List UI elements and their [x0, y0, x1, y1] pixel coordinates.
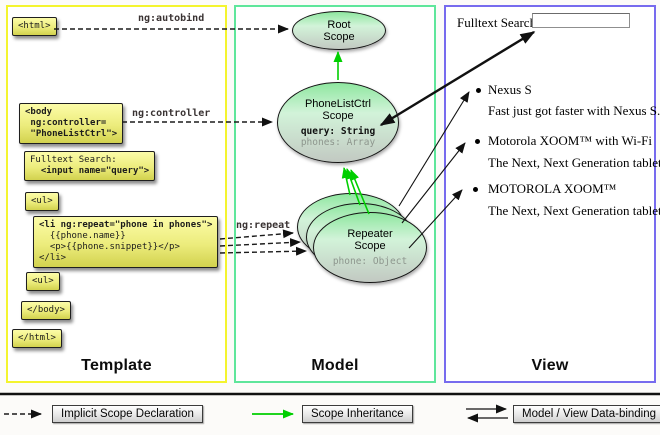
code-box-li-repeat: <li ng:repeat="phone in phones"> {{phone… [33, 216, 219, 268]
root-scope-ellipse: Root Scope [292, 11, 386, 50]
code-box-html-open: <html> [12, 17, 57, 36]
view-search-label: Fulltext Search: [457, 15, 540, 30]
scope-title: PhoneListCtrl [304, 97, 372, 110]
repeater-scope-ellipse: Repeater Scope phone: Object [313, 212, 427, 283]
code-line: ng:controller= [25, 118, 107, 128]
code-line: <input name="query"> [30, 166, 150, 176]
scope-title: Scope [322, 109, 354, 122]
list-bullet [475, 139, 480, 144]
ng-repeat-label: ng:repeat [236, 220, 291, 231]
view-item-title: Nexus S [488, 82, 532, 97]
view-item-desc: The Next, Next Generation tablet. [488, 203, 660, 218]
code-line: </li> [39, 253, 67, 263]
code-line: <ul> [31, 196, 53, 206]
code-line: <body [25, 107, 53, 117]
view-item-desc: The Next, Next Generation tablet. [488, 155, 660, 170]
view-item-desc: Fast just got faster with Nexus S. [488, 103, 660, 118]
legend-model-view-data-binding: Model / View Data-binding [513, 405, 660, 423]
code-line: {{phone.name}} [39, 231, 126, 241]
fulltext-search-input[interactable] [532, 13, 630, 28]
view-column-label: View [531, 357, 569, 374]
phonelistctrl-scope-ellipse: PhoneListCtrl Scope query: String phones… [277, 82, 399, 163]
scope-title: Repeater [347, 228, 393, 240]
code-box-body-close: </body> [21, 301, 71, 320]
legend-implicit-scope-declaration: Implicit Scope Declaration [52, 405, 203, 423]
model-column-label: Model [311, 357, 359, 374]
code-line: "PhoneListCtrl"> [25, 129, 118, 139]
ng-autobind-label: ng:autobind [138, 13, 205, 24]
code-line: <p>{{phone.snippet}}</p> [39, 242, 180, 252]
legend-scope-inheritance: Scope Inheritance [302, 405, 413, 423]
scope-property: phone: Object [332, 256, 408, 267]
view-item-title: MOTOROLA XOOM™ [488, 181, 617, 196]
code-line: Fulltext Search: [30, 155, 117, 165]
view-item-title: Motorola XOOM™ with Wi-Fi [488, 133, 653, 148]
scope-property: query: String [300, 125, 376, 137]
code-box-ul-open: <ul> [25, 192, 59, 211]
code-box-fulltext-input: Fulltext Search: <input name="query"> [24, 151, 156, 181]
code-box-html-close: </html> [12, 329, 62, 348]
code-line: </html> [18, 333, 56, 343]
scope-title: Scope [354, 240, 386, 252]
code-box-ul-open-2: <ul> [26, 272, 60, 291]
code-line: <html> [18, 21, 51, 31]
code-line: </body> [27, 305, 65, 315]
template-column-label: Template [81, 357, 152, 374]
code-line: <ul> [32, 276, 54, 286]
list-bullet [476, 88, 481, 93]
scope-title: Scope [323, 30, 355, 43]
list-bullet [473, 187, 478, 192]
ng-controller-label: ng:controller [132, 108, 211, 119]
code-line: <li ng:repeat="phone in phones"> [39, 220, 213, 230]
scope-title: Root [327, 18, 351, 31]
scope-property: phones: Array [300, 136, 376, 148]
code-box-body-open: <body ng:controller= "PhoneListCtrl"> [19, 103, 124, 144]
